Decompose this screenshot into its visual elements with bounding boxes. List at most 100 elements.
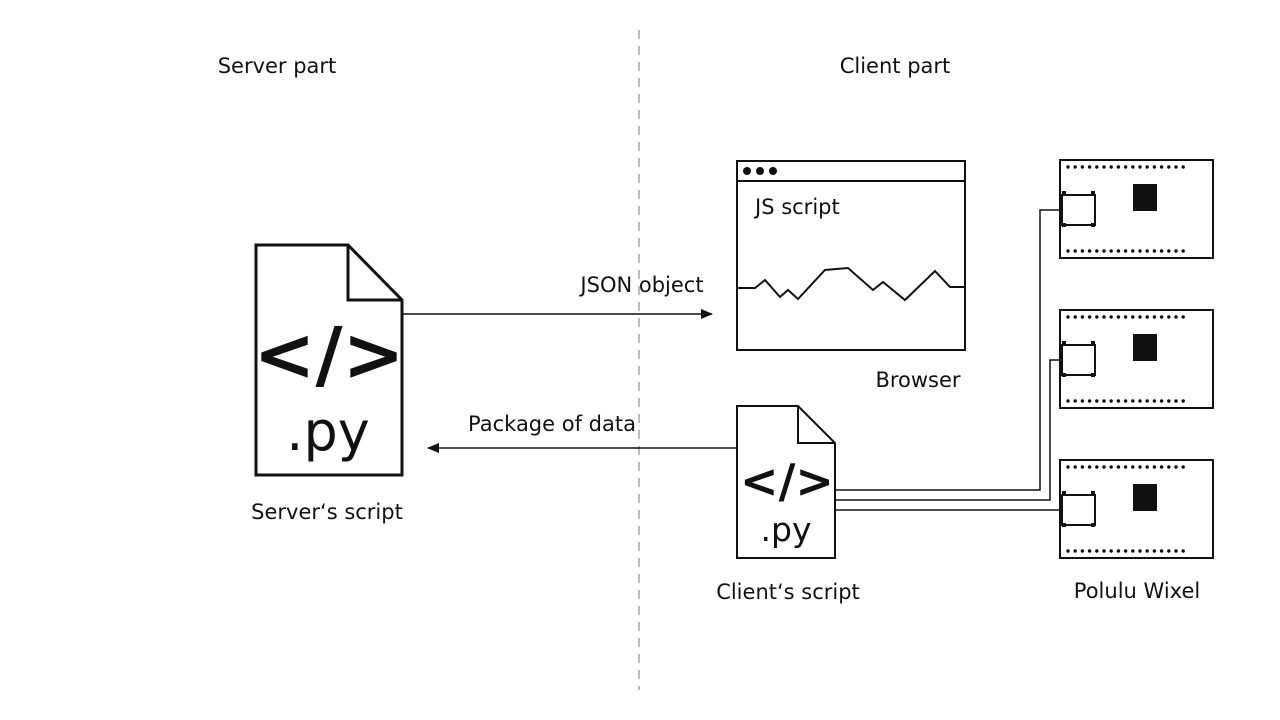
pin-dot [1145,315,1149,319]
window-dot [769,167,777,175]
pin-dot [1174,399,1178,403]
connector-corner [1091,373,1095,377]
pin-dot [1073,549,1077,553]
client-script-caption: Client‘s script [716,580,860,604]
usb-connector [1061,344,1096,376]
server-code-tag: </> [253,312,404,398]
pin-dot [1145,399,1149,403]
pin-dot [1167,249,1171,253]
chip [1133,184,1157,211]
pin-dot [1152,315,1157,319]
pin-dot [1109,315,1113,319]
pin-dot [1066,165,1070,169]
pin-dot [1066,315,1070,319]
pin-dot [1167,549,1171,553]
pin-dot [1109,465,1113,469]
pin-dot [1131,315,1135,319]
pin-dot [1123,165,1128,169]
pin-dot [1138,399,1142,403]
pin-dot [1138,465,1142,469]
connector-corner [1091,341,1095,345]
client-code-tag: </> [740,454,834,508]
pin-dot [1109,399,1113,403]
pin-dot [1145,549,1149,553]
pin-dot [1159,465,1164,469]
pin-dot [1152,465,1157,469]
pin-dot [1066,549,1070,553]
pin-dot [1159,399,1164,403]
pin-dot [1131,165,1135,169]
pin-dot [1167,165,1171,169]
pin-dot [1080,315,1085,319]
pin-dot [1181,249,1185,253]
pin-dot [1095,249,1099,253]
browser-caption: Browser [875,368,960,392]
pin-dot [1087,465,1092,469]
pin-dot [1167,315,1171,319]
pin-dot [1131,249,1135,253]
wire-device-2 [835,359,1062,501]
pin-dot [1102,249,1106,253]
wire-device-1 [835,209,1062,491]
pin-dot [1095,549,1099,553]
pin-dot [1073,465,1077,469]
pin-dot [1080,165,1085,169]
pin-dot [1181,165,1185,169]
json-object-label: JSON object [578,273,703,297]
pin-dot [1116,465,1121,469]
pin-dot [1131,399,1135,403]
client-script-file-icon: </> .py [736,405,836,559]
pin-dot [1095,315,1099,319]
pin-dot [1087,165,1092,169]
server-file-ext: .py [286,400,369,463]
wixel-device [1059,159,1214,259]
pin-dot [1080,249,1085,253]
pin-dot [1087,315,1092,319]
pin-dot [1152,249,1157,253]
chip [1133,334,1157,361]
pin-dot [1131,465,1135,469]
pin-dot [1181,315,1185,319]
pin-dot [1080,399,1085,403]
pin-dot [1116,165,1121,169]
server-part-title: Server part [218,54,337,78]
pin-dot [1159,165,1164,169]
package-of-data-label: Package of data [468,412,636,436]
server-script-caption: Server‘s script [251,500,403,524]
pin-dot [1066,249,1070,253]
wixel-devices [1059,159,1214,559]
pin-dot [1181,465,1185,469]
connector-corner [1091,523,1095,527]
usb-connector [1061,494,1096,526]
window-dot [743,167,751,175]
connector-corner [1062,523,1066,527]
pin-dot [1145,465,1149,469]
pin-dot [1102,549,1106,553]
wixel-device [1059,459,1214,559]
pin-dot [1123,399,1128,403]
pin-dot [1116,315,1121,319]
pin-dot [1087,249,1092,253]
pin-dot [1073,399,1077,403]
pin-dot [1174,465,1178,469]
pin-dot [1145,249,1149,253]
pin-dot [1102,315,1106,319]
browser-window: JS script [736,160,966,351]
pin-dot [1095,465,1099,469]
connector-corner [1091,191,1095,195]
pin-dot [1138,315,1142,319]
pin-dot [1152,549,1157,553]
connector-corner [1091,223,1095,227]
pin-dot [1087,399,1092,403]
pin-dot [1167,399,1171,403]
pin-dot [1152,165,1157,169]
pin-dot [1066,399,1070,403]
waveform-line [737,266,965,302]
connector-corner [1062,341,1066,345]
pin-dot [1087,549,1092,553]
connector-corner [1062,373,1066,377]
pin-dot [1181,399,1185,403]
pin-dot [1102,465,1106,469]
pin-dot [1102,165,1106,169]
pin-dot [1109,549,1113,553]
